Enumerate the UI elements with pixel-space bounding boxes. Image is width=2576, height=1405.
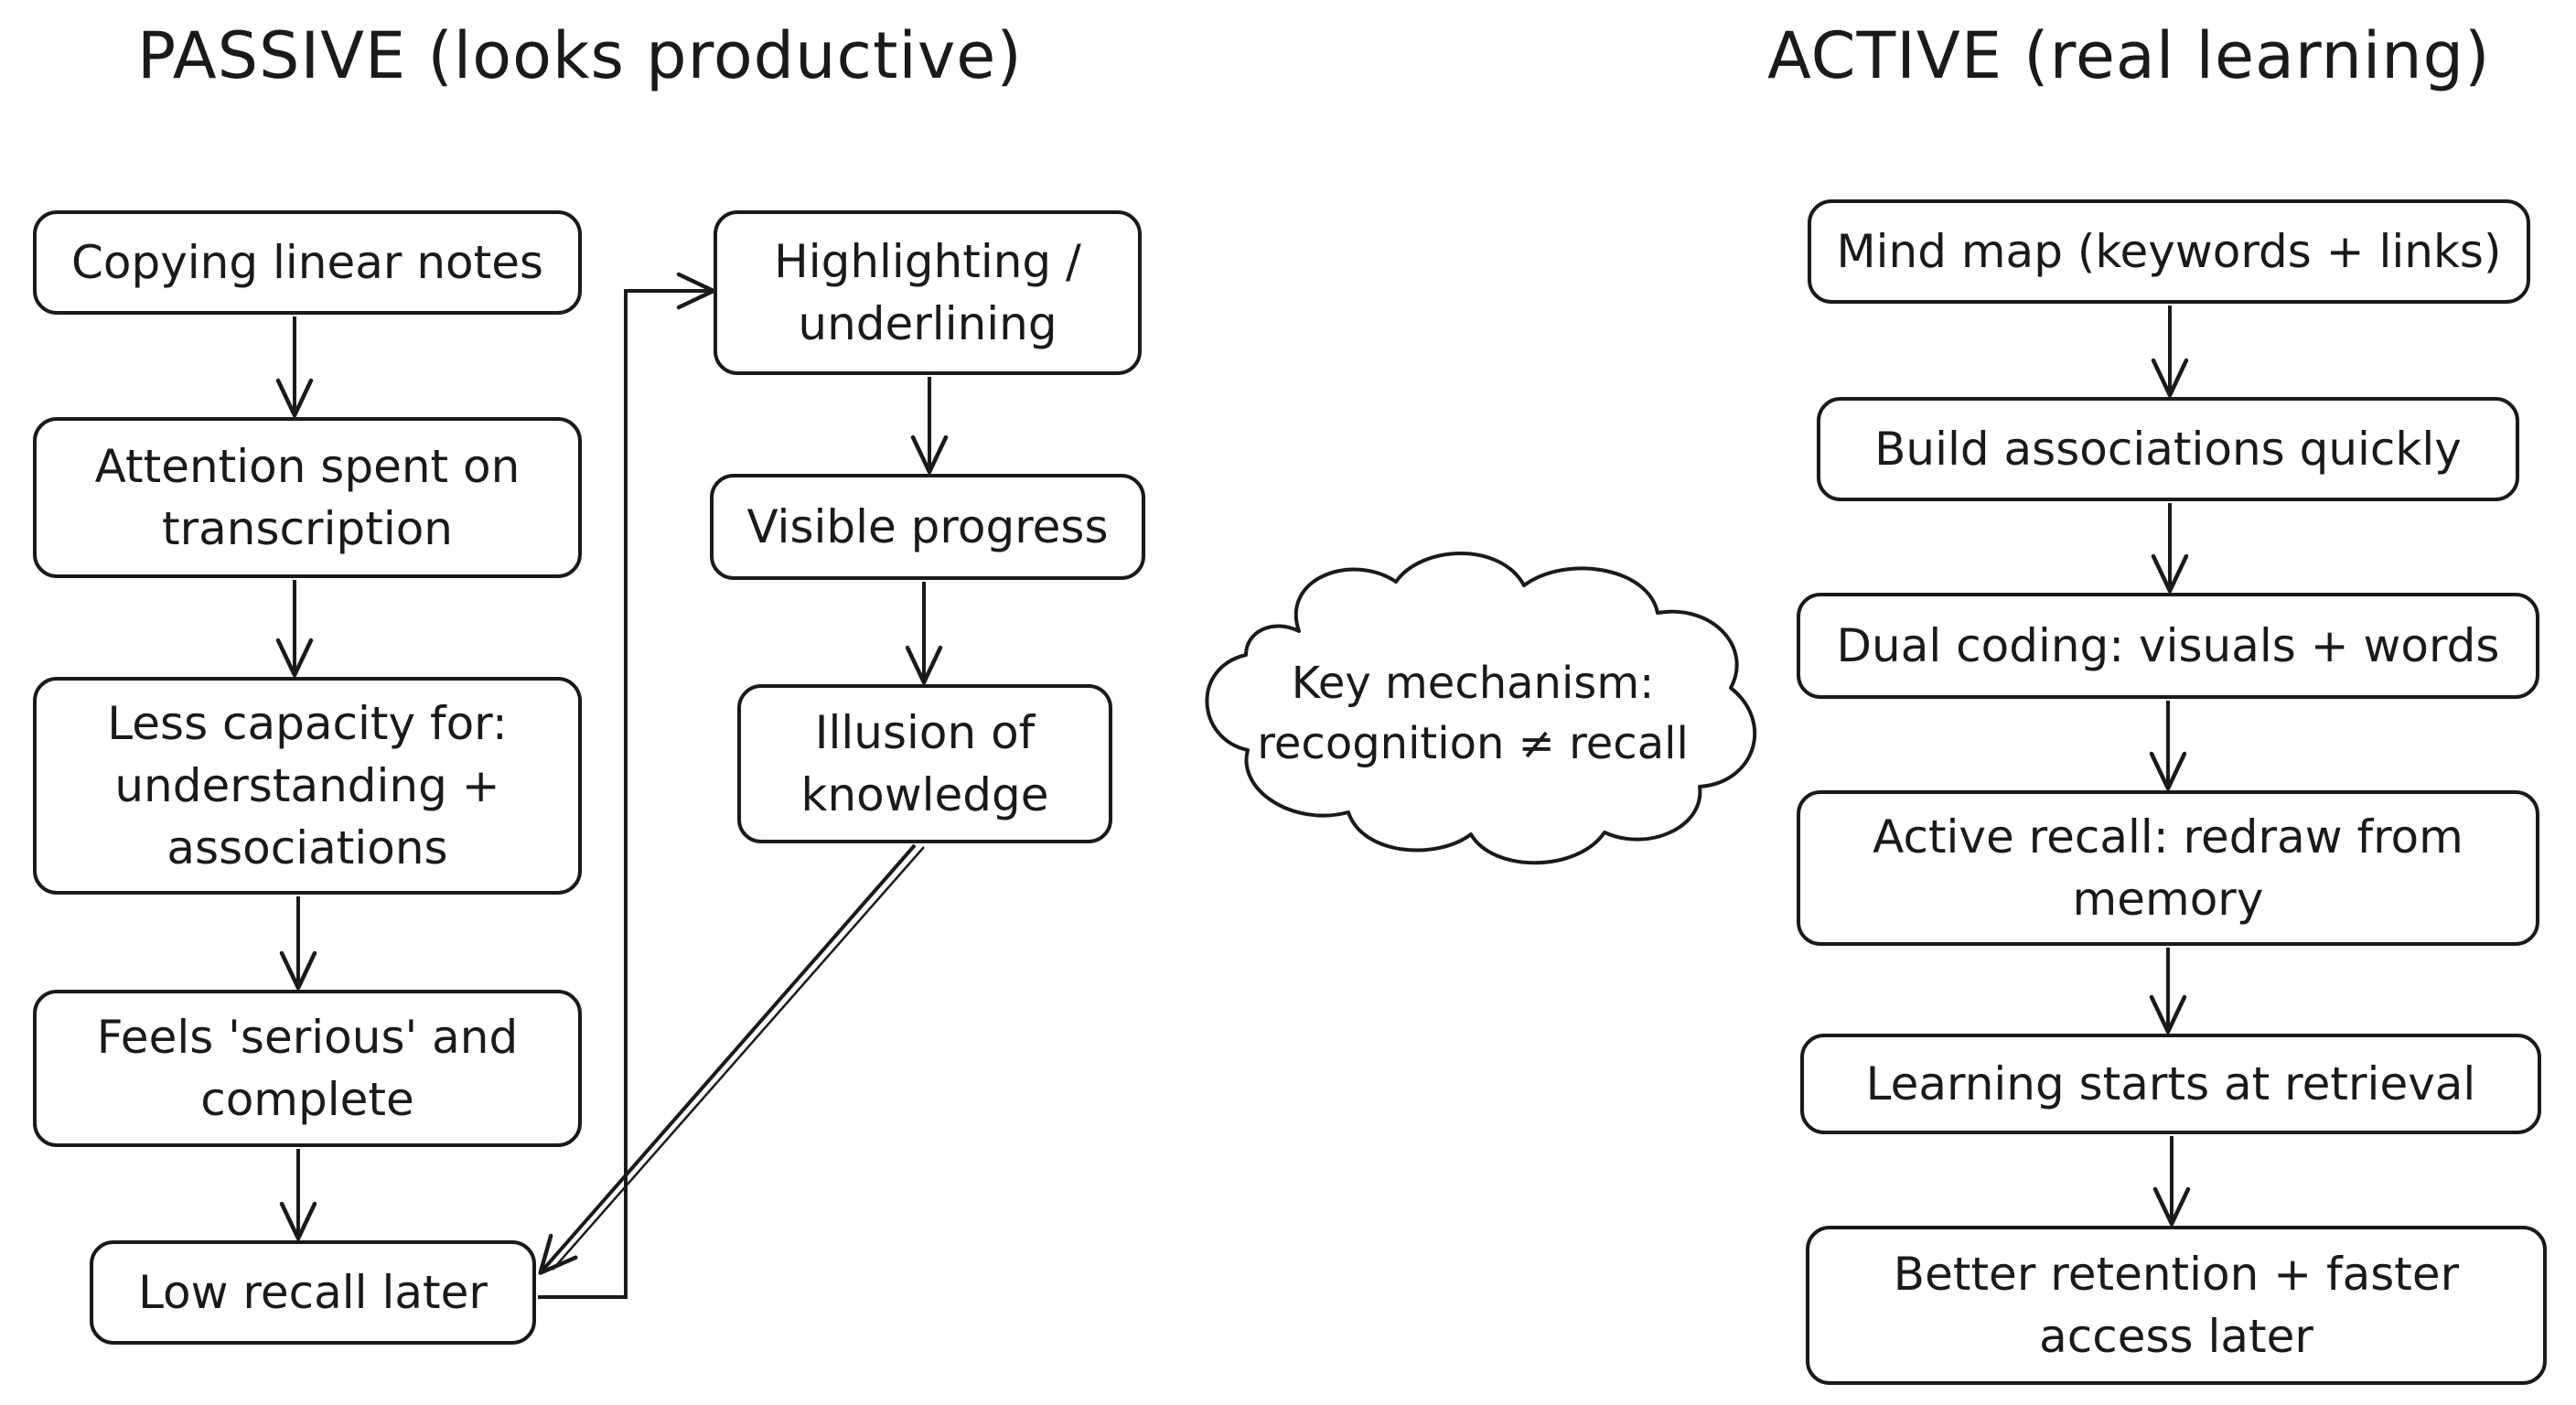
box-visible-progress-label: Visible progress bbox=[746, 500, 1109, 553]
arrow-illusion-to-low-recall bbox=[538, 843, 917, 1275]
box-attention-transcription: Attention spent on transcription bbox=[33, 417, 582, 578]
mechanism-cloud-shape bbox=[1205, 552, 1757, 865]
heading-active: ACTIVE (real learning) bbox=[1767, 18, 2491, 93]
box-highlighting-label: Highlighting / underlining bbox=[774, 235, 1081, 350]
box-copying-linear-notes: Copying linear notes bbox=[33, 210, 582, 315]
box-low-recall-label: Low recall later bbox=[138, 1266, 488, 1319]
box-highlighting: Highlighting / underlining bbox=[714, 210, 1142, 375]
box-attention-transcription-label: Attention spent on transcription bbox=[94, 440, 521, 555]
box-better-retention: Better retention + faster access later bbox=[1806, 1226, 2547, 1385]
box-visible-progress: Visible progress bbox=[710, 474, 1145, 580]
box-active-recall-label: Active recall: redraw from memory bbox=[1873, 810, 2463, 926]
box-mind-map-label: Mind map (keywords + links) bbox=[1836, 225, 2502, 278]
box-less-capacity: Less capacity for: understanding + assoc… bbox=[33, 677, 582, 895]
arrow-illusion-to-low-recall-double bbox=[552, 846, 925, 1271]
box-dual-coding-label: Dual coding: visuals + words bbox=[1836, 619, 2500, 672]
box-build-associations: Build associations quickly bbox=[1817, 397, 2519, 501]
box-better-retention-label: Better retention + faster access later bbox=[1893, 1248, 2460, 1363]
mechanism-cloud-label: Key mechanism: recognition ≠ recall bbox=[1257, 658, 1689, 769]
box-copying-linear-notes-label: Copying linear notes bbox=[70, 236, 544, 289]
box-mind-map: Mind map (keywords + links) bbox=[1808, 199, 2530, 304]
box-learning-starts-label: Learning starts at retrieval bbox=[1865, 1057, 2476, 1110]
box-less-capacity-label: Less capacity for: understanding + assoc… bbox=[107, 697, 508, 874]
box-feels-serious: Feels 'serious' and complete bbox=[33, 990, 582, 1147]
mechanism-cloud-text: Key mechanism: recognition ≠ recall bbox=[1235, 622, 1711, 805]
box-build-associations-label: Build associations quickly bbox=[1874, 423, 2462, 476]
heading-passive: PASSIVE (looks productive) bbox=[137, 18, 1023, 93]
box-active-recall: Active recall: redraw from memory bbox=[1797, 790, 2539, 946]
box-learning-starts: Learning starts at retrieval bbox=[1800, 1034, 2541, 1134]
box-illusion-of-knowledge-label: Illusion of knowledge bbox=[800, 706, 1049, 821]
arrow-low-recall-to-highlighting bbox=[538, 272, 716, 1299]
box-illusion-of-knowledge: Illusion of knowledge bbox=[737, 684, 1112, 843]
box-low-recall: Low recall later bbox=[90, 1240, 536, 1345]
box-feels-serious-label: Feels 'serious' and complete bbox=[96, 1011, 519, 1126]
box-dual-coding: Dual coding: visuals + words bbox=[1797, 593, 2539, 699]
